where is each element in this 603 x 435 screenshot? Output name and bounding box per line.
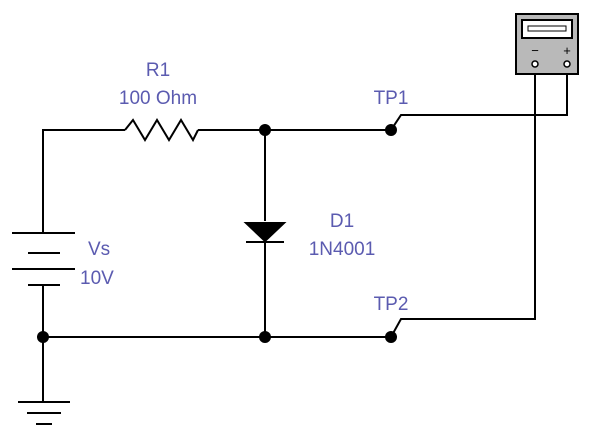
source-value-label: 10V	[80, 268, 114, 289]
source-ref-label: Vs	[88, 239, 110, 260]
wires	[42, 75, 568, 402]
wire-tp1-to-meter	[390, 75, 568, 131]
junction-node-bottom	[259, 331, 271, 343]
meter-positive-symbol: +	[563, 43, 571, 58]
voltmeter-icon[interactable]: − +	[515, 13, 579, 75]
diode-model-label: 1N4001	[309, 239, 376, 260]
tp2-label: TP2	[374, 294, 409, 315]
meter-positive-terminal[interactable]	[563, 60, 571, 68]
wire-tp2-to-meter	[390, 75, 536, 338]
resistor-r1	[124, 118, 199, 143]
diode-ref-label: D1	[330, 211, 354, 232]
ground-symbol	[18, 401, 70, 425]
diode-d1	[243, 222, 287, 243]
wire-source-to-r1	[42, 129, 125, 233]
meter-negative-symbol: −	[531, 43, 539, 58]
meter-negative-terminal[interactable]	[531, 60, 539, 68]
resistor-ref-label: R1	[146, 60, 170, 81]
tp1-label: TP1	[374, 88, 409, 109]
battery-vs	[12, 232, 75, 286]
test-point-tp2-node[interactable]	[385, 331, 397, 343]
junction-node-ground	[37, 331, 49, 343]
junction-node-top	[259, 124, 271, 136]
resistor-value-label: 100 Ohm	[119, 88, 197, 109]
test-point-tp1-node[interactable]	[385, 124, 397, 136]
